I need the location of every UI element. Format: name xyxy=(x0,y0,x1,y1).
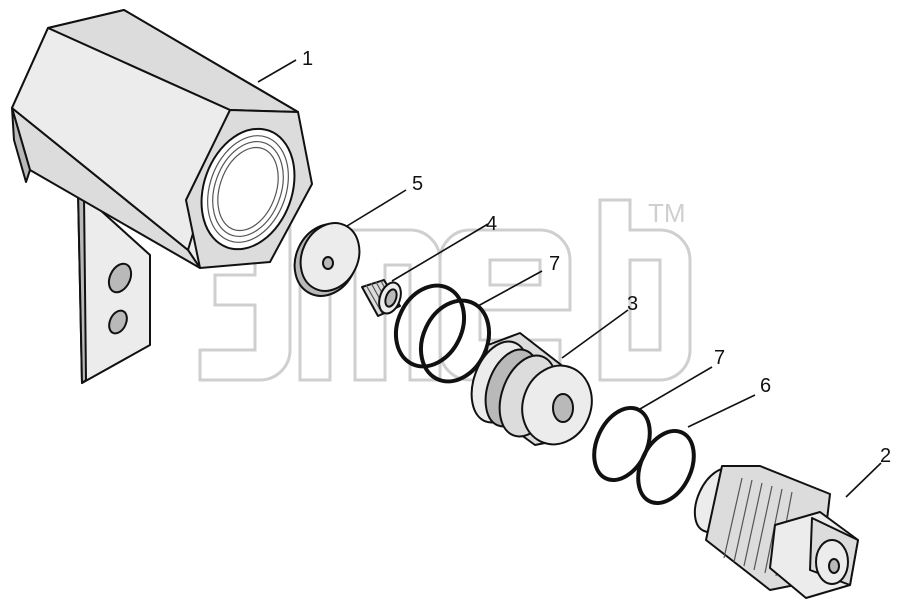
callout-2: 2 xyxy=(880,445,891,467)
part-3-valve-insert xyxy=(470,332,593,446)
leader-2 xyxy=(845,462,882,498)
callout-7-upper: 7 xyxy=(549,253,560,275)
callout-7-lower: 7 xyxy=(714,347,725,369)
leader-lines xyxy=(257,59,882,498)
leader-1 xyxy=(257,59,297,83)
leader-7-upper xyxy=(477,270,543,307)
leader-4 xyxy=(391,223,489,282)
threaded-bore xyxy=(200,127,296,251)
washer-hole xyxy=(322,256,334,270)
insert-bore xyxy=(552,393,574,423)
bracket-hole-upper xyxy=(107,262,133,294)
trademark-mark: TM xyxy=(648,198,686,228)
bracket-hole-lower xyxy=(108,309,128,335)
callout-5: 5 xyxy=(412,173,423,195)
plug-bore xyxy=(828,558,840,574)
part-4-set-screw xyxy=(361,279,402,317)
part-1-hex-housing xyxy=(11,9,313,384)
callout-6: 6 xyxy=(760,375,771,397)
leader-7-lower xyxy=(639,366,713,410)
part-2-threaded-plug xyxy=(693,465,859,599)
leader-6 xyxy=(687,394,756,428)
callout-4: 4 xyxy=(486,213,497,235)
callout-3: 3 xyxy=(627,293,638,315)
part-7-o-ring-pair-upper xyxy=(393,283,492,384)
leader-5 xyxy=(346,189,407,227)
callout-1: 1 xyxy=(302,48,313,70)
watermark-logo: TM xyxy=(198,198,692,382)
part-6-o-ring xyxy=(636,428,696,506)
leader-3 xyxy=(561,309,629,359)
part-5-washer xyxy=(293,222,361,297)
